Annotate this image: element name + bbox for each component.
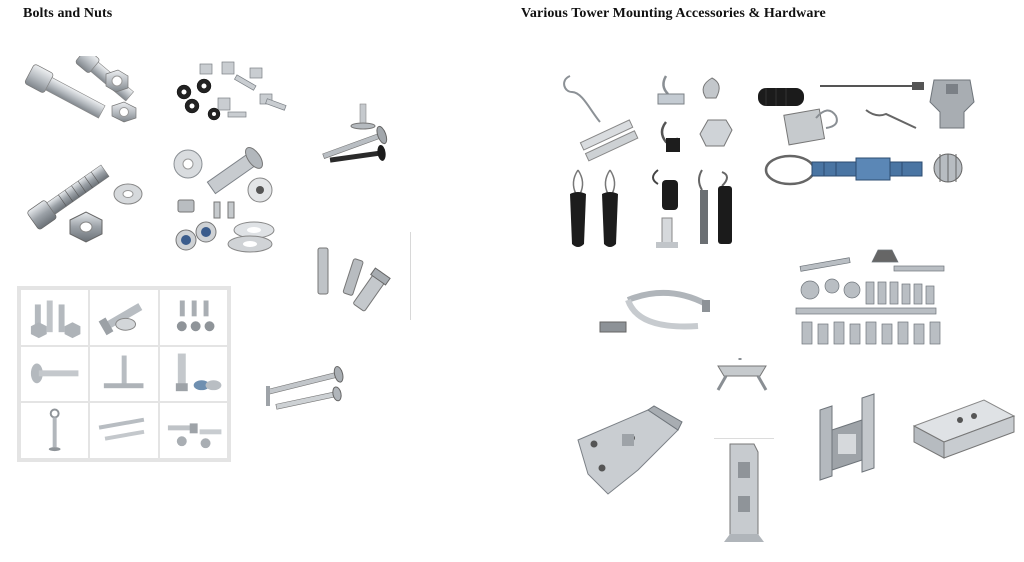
grid-cell-bolt-nut-set (20, 289, 90, 346)
hex-bolts-nuts-image (14, 56, 142, 138)
angle-bracket-image (572, 404, 690, 498)
u-bracket-image (910, 396, 1016, 462)
image-divider (410, 232, 411, 320)
cage-nuts-image (170, 58, 290, 130)
vertical-plate-image (716, 438, 774, 548)
grid-cell-t-bolt (89, 345, 159, 403)
cross-bracket-image (710, 356, 774, 394)
suspension-clamps-image (562, 166, 742, 252)
carriage-bolt-image (316, 98, 398, 170)
long-carriage-bolts-image (262, 360, 348, 418)
bolts-and-nuts-title: Bolts and Nuts (23, 6, 113, 21)
grid-cell-hex-bolt-nuts (158, 345, 228, 403)
dead-end-grip-image (756, 76, 932, 116)
image-separator (714, 438, 774, 439)
hex-bolt-washer-image (20, 150, 144, 248)
grid-cell-bolt-washer (89, 289, 159, 346)
drop-wire-clamp-image (560, 70, 650, 166)
pole-band-clamp-image (598, 288, 716, 342)
grid-cell-bolts-nuts-mix (158, 402, 228, 459)
cable-hooks-image (652, 72, 742, 162)
line-fittings-set-image (786, 242, 954, 356)
countersunk-screws-image (170, 146, 282, 260)
tension-clamp-assembly-image (762, 104, 968, 194)
bolts-grid (17, 286, 231, 462)
channel-bracket-image (812, 390, 892, 484)
studs-image (306, 238, 392, 320)
cast-fitting-image (928, 76, 976, 132)
grid-cell-long-bolts (89, 402, 159, 459)
tower-accessories-title: Various Tower Mounting Accessories & Har… (521, 6, 826, 21)
grid-cell-eye-pin (20, 402, 90, 459)
grid-cell-carriage-bolt (20, 345, 90, 403)
grid-cell-studs-hex (158, 289, 228, 346)
